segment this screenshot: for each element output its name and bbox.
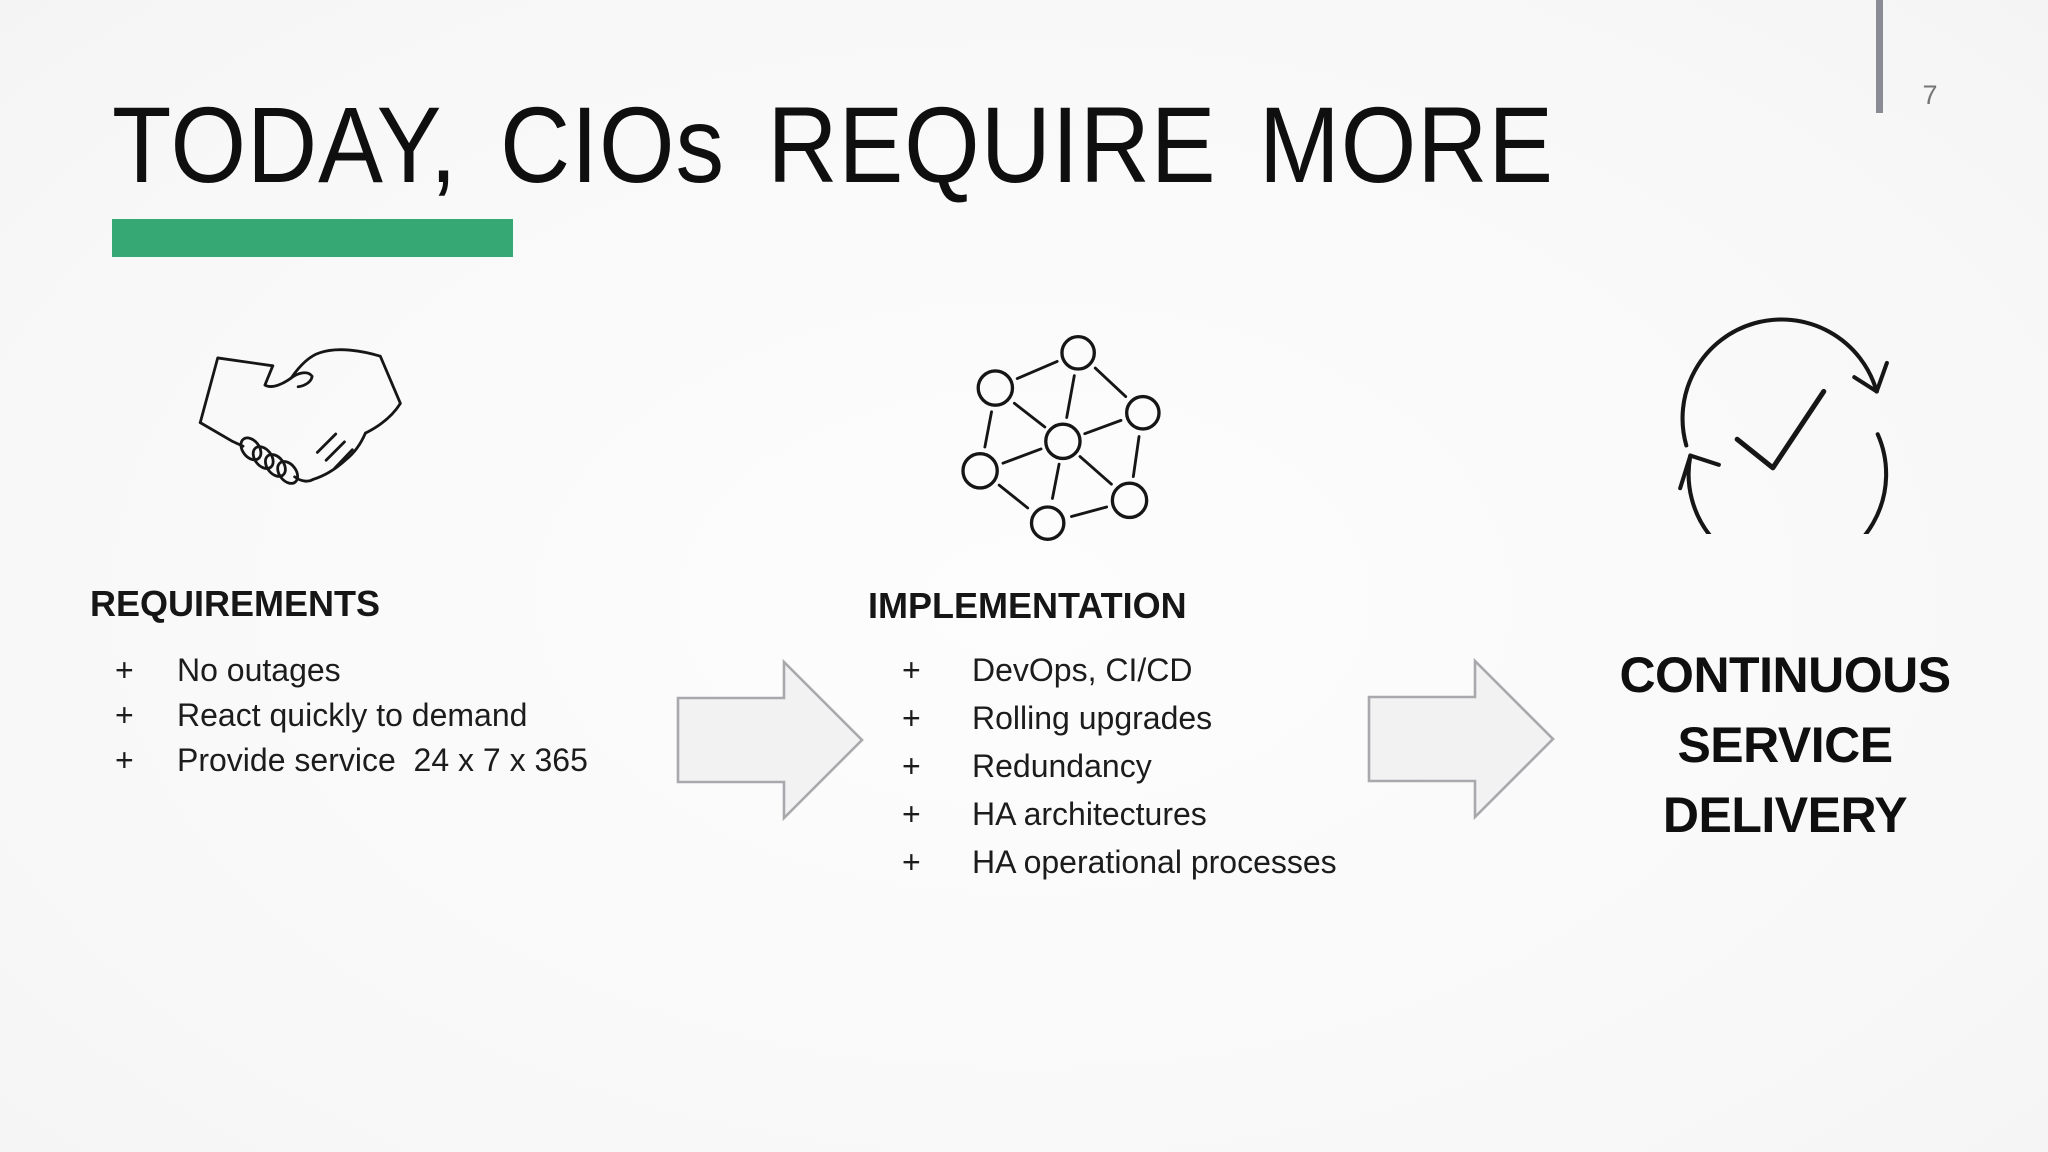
plus-bullet: + <box>902 652 921 688</box>
list-item-text: React quickly to demand <box>177 697 528 733</box>
slide-title: TODAY, CIOs REQUIRE MORE <box>112 84 1555 205</box>
implementation-heading: IMPLEMENTATION <box>868 585 1187 626</box>
plus-bullet: + <box>902 844 921 880</box>
plus-bullet: + <box>115 742 134 778</box>
outcome-line: SERVICE <box>1677 717 1893 773</box>
plus-bullet: + <box>902 700 921 736</box>
plus-bullet: + <box>902 748 921 784</box>
outcome-text: CONTINUOUS SERVICE DELIVERY <box>1608 640 1962 850</box>
requirements-heading: REQUIREMENTS <box>90 583 381 624</box>
right-arrow-icon <box>676 658 864 822</box>
list-item-text: HA operational processes <box>972 844 1337 880</box>
continuous-cycle-check-icon <box>1678 317 1889 534</box>
plus-bullet: + <box>115 652 134 688</box>
list-item-text: Redundancy <box>972 748 1152 784</box>
list-item-text: Rolling upgrades <box>972 700 1213 736</box>
right-arrow-icon <box>1367 657 1555 821</box>
list-item-text: DevOps, CI/CD <box>972 652 1193 688</box>
handshake-icon <box>198 348 402 485</box>
list-item-text: HA architectures <box>972 796 1207 832</box>
outcome-line: DELIVERY <box>1662 787 1908 843</box>
slide-edge-marker <box>1876 0 1883 113</box>
page-number: 7 <box>1922 80 1938 110</box>
list-item-text: Provide service 24 x 7 x 365 <box>177 742 588 778</box>
plus-bullet: + <box>902 796 921 832</box>
outcome-line: CONTINUOUS <box>1619 647 1951 703</box>
list-item-text: No outages <box>177 652 341 688</box>
title-accent-bar <box>112 219 513 257</box>
network-icon <box>961 334 1161 542</box>
plus-bullet: + <box>115 697 134 733</box>
